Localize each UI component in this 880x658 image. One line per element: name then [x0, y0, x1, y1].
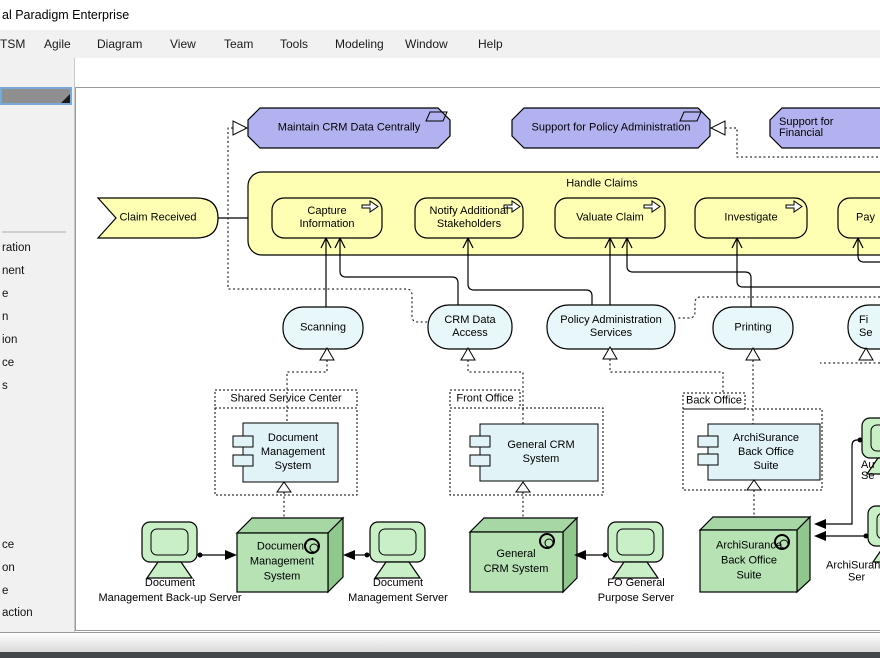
palette-selected-tool[interactable]: [0, 87, 72, 105]
palette-item[interactable]: n: [2, 311, 9, 323]
process-capture-information[interactable]: [271, 197, 383, 239]
menu-modeling[interactable]: Modeling: [335, 37, 384, 51]
node-general-crm-system[interactable]: [468, 516, 579, 594]
menu-help[interactable]: Help: [478, 37, 503, 51]
palette-item[interactable]: ration: [2, 242, 31, 254]
terminal-right-server[interactable]: [867, 505, 880, 563]
node-document-management-system[interactable]: [235, 516, 345, 594]
component-archisurance-back-office-suite[interactable]: [697, 423, 821, 491]
menu-agile[interactable]: Agile: [44, 37, 71, 51]
realization-relationships[interactable]: [227, 127, 880, 526]
component-general-crm-system[interactable]: [469, 423, 599, 493]
status-bar: [0, 632, 880, 652]
title-bar: al Paradigm Enterprise: [0, 0, 880, 30]
palette-item[interactable]: on: [2, 562, 15, 574]
node-archisurance-back-office-suite[interactable]: [698, 515, 812, 594]
palette-item[interactable]: e: [2, 288, 9, 300]
toolbar-strip: [75, 58, 880, 87]
bottom-strip: [0, 652, 880, 658]
menu-tools[interactable]: Tools: [280, 37, 309, 51]
goal-support-financial[interactable]: [769, 107, 880, 149]
palette-item[interactable]: e: [2, 585, 9, 597]
process-pay[interactable]: [837, 197, 880, 239]
event-claim-received[interactable]: [96, 197, 219, 239]
association-relationships[interactable]: [197, 437, 869, 561]
group-shared-service-center[interactable]: [214, 389, 358, 496]
terminal-backup-server[interactable]: [141, 521, 198, 579]
terminal-dm-server[interactable]: [369, 521, 426, 579]
process-investigate[interactable]: [694, 197, 808, 239]
component-document-management-system[interactable]: [232, 422, 339, 493]
service-scanning[interactable]: [282, 306, 364, 361]
service-policy-administration[interactable]: [546, 304, 676, 360]
menu-window[interactable]: Window: [405, 37, 448, 51]
menu-diagram[interactable]: Diagram: [97, 37, 143, 51]
palette-item[interactable]: ce: [2, 539, 15, 551]
palette-item[interactable]: s: [2, 380, 8, 392]
used-by-relationships[interactable]: [320, 236, 880, 307]
service-printing[interactable]: [712, 306, 794, 361]
service-financial[interactable]: [847, 304, 880, 361]
palette-item[interactable]: nent: [2, 265, 25, 277]
menu-view[interactable]: View: [170, 37, 196, 51]
palette-separator: [2, 231, 66, 233]
terminal-fo-server[interactable]: [607, 521, 664, 579]
process-valuate-claim[interactable]: [554, 197, 666, 239]
goal-support-policy-administration[interactable]: [511, 107, 726, 149]
resize-corner-icon: [61, 94, 70, 103]
palette-item[interactable]: ce: [2, 357, 15, 369]
service-crm-data-access[interactable]: [427, 304, 513, 361]
palette-sidebar[interactable]: ration nent e n ion ce s ce on e action: [0, 58, 75, 632]
menu-itsm[interactable]: TSM: [0, 37, 26, 51]
group-front-office[interactable]: [449, 389, 604, 496]
terminal-aux-server[interactable]: [861, 417, 880, 475]
palette-item[interactable]: action: [2, 607, 33, 619]
process-notify-additional-stakeholders[interactable]: [414, 197, 524, 239]
window-title: al Paradigm Enterprise: [2, 8, 130, 22]
palette-item[interactable]: ion: [2, 334, 18, 346]
goal-maintain-crm-data-centrally[interactable]: [232, 107, 451, 149]
menu-team[interactable]: Team: [224, 37, 254, 51]
menu-bar[interactable]: TSM Agile Diagram View Team Tools Modeli…: [0, 30, 880, 58]
